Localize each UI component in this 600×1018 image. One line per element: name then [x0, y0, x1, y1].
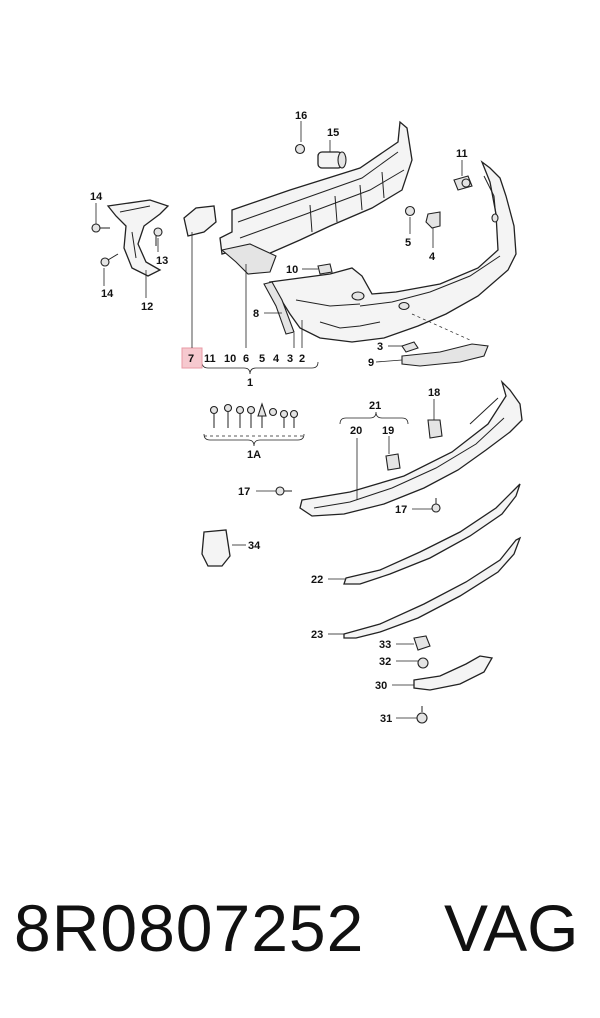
callout-9: 9 — [368, 357, 374, 369]
callout-19: 19 — [382, 425, 394, 437]
part-16-nut — [294, 143, 306, 155]
hardware-set-1A — [203, 402, 305, 447]
part-4-clip — [425, 211, 441, 229]
callout-17-left: 17 — [238, 486, 250, 498]
part-30-panel — [413, 655, 494, 691]
part-23-underbody-panel — [343, 536, 522, 639]
callout-13: 13 — [156, 255, 168, 267]
bumper-carrier — [219, 120, 413, 275]
callout-14-top: 14 — [90, 191, 103, 203]
part-8-trim-strip — [263, 281, 295, 335]
row-10: 10 — [224, 353, 236, 365]
callout-labels: 16 15 11 14 13 14 12 10 5 4 8 3 9 7 11 1… — [90, 110, 468, 725]
callout-15: 15 — [327, 127, 339, 139]
callout-31: 31 — [380, 713, 392, 725]
callout-1: 1 — [247, 377, 253, 389]
callout-30: 30 — [375, 680, 387, 692]
callout-10: 10 — [286, 264, 298, 276]
part-5-washer — [404, 205, 416, 217]
row-2: 2 — [299, 353, 305, 365]
part-3-cap — [401, 341, 419, 353]
callout-3: 3 — [377, 341, 383, 353]
callout-21: 21 — [369, 400, 381, 412]
callout-20: 20 — [350, 425, 362, 437]
part-11-screw — [453, 175, 473, 191]
callout-12: 12 — [141, 301, 153, 313]
row-4: 4 — [273, 353, 280, 365]
callout-34: 34 — [248, 540, 261, 552]
part-19-bracket — [385, 453, 401, 471]
part-9-reflector — [401, 343, 489, 367]
part-number: 8R0807252 — [14, 891, 365, 965]
row-5: 5 — [259, 353, 265, 365]
part-17-screw-right — [431, 498, 441, 513]
row-11: 11 — [204, 353, 216, 365]
part-17-screw-left — [275, 486, 292, 496]
footer: 8R0807252 VAG — [14, 890, 594, 980]
callout-33: 33 — [379, 639, 391, 651]
part-31-screw — [416, 706, 428, 724]
callout-16: 16 — [295, 110, 307, 122]
part-14-screw-bottom — [100, 253, 119, 267]
part-13-screw — [153, 227, 163, 246]
callout-4: 4 — [429, 251, 436, 263]
part-32-nut — [417, 657, 429, 669]
callout-5: 5 — [405, 237, 411, 249]
callout-11-top: 11 — [456, 148, 468, 160]
callout-17-right: 17 — [395, 504, 407, 516]
brand-name: VAG — [444, 891, 579, 965]
row-6: 6 — [243, 353, 249, 365]
group-21-brace — [339, 411, 409, 425]
part-33-clip — [413, 635, 431, 651]
callout-22: 22 — [311, 574, 323, 586]
row-7: 7 — [188, 353, 194, 365]
part-14-screw-top — [91, 223, 110, 233]
callout-23: 23 — [311, 629, 323, 641]
leader-lines — [95, 121, 463, 719]
callout-14-bottom: 14 — [101, 288, 114, 300]
callout-1A: 1A — [247, 449, 261, 461]
part-15-buffer — [317, 151, 347, 169]
bumper-cover — [268, 160, 517, 343]
part-34-bag — [201, 529, 231, 567]
callout-8: 8 — [253, 308, 259, 320]
callout-18: 18 — [428, 387, 440, 399]
part-12-bracket — [106, 199, 170, 277]
part-22-underbody-panel — [343, 483, 521, 585]
row-3: 3 — [287, 353, 293, 365]
part-7-guide — [183, 205, 217, 237]
part-20-diffuser — [299, 379, 523, 517]
exploded-parts-diagram: 16 15 11 14 13 14 12 10 5 4 8 3 9 7 11 1… — [90, 110, 523, 725]
group-1-brace — [201, 361, 319, 375]
callout-32: 32 — [379, 656, 391, 668]
part-18-clip — [427, 419, 443, 439]
part-10-clip — [317, 263, 333, 275]
